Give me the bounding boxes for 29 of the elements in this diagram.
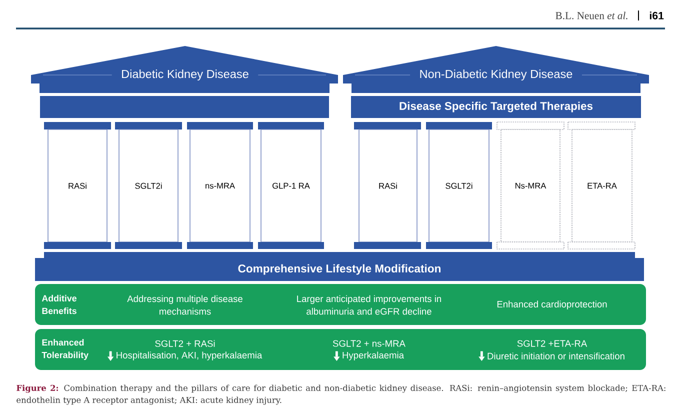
pillar: SGLT2i — [115, 122, 182, 249]
pillar: Ns-MRA — [496, 122, 564, 250]
panel-text: SGLT2 +ETA-RA — [517, 340, 588, 347]
pillar: ns-MRA — [187, 122, 253, 249]
roof: Diabetic Kidney Disease — [31, 46, 338, 93]
panel-text: SGLT2 + RASi — [155, 340, 215, 347]
page-number: i61 — [650, 12, 664, 20]
roof: Non-Diabetic Kidney Disease — [343, 46, 649, 93]
panel-text: Diuretic initiation or intensification — [488, 352, 624, 360]
banner: Disease Specific Targeted Therapies — [351, 96, 641, 118]
band — [40, 96, 329, 118]
panel-text: Enhanced cardioprotection — [497, 300, 607, 310]
row-heading: Enhanced Tolerability — [42, 339, 88, 360]
panel-text: Hospitalisation, AKI, hyperkalaemia — [116, 352, 262, 360]
row-heading: Additive Benefits — [42, 294, 77, 314]
panel — [35, 329, 646, 370]
panel-text: SGLT2 + ns-MRA — [332, 340, 406, 347]
panel-text: Addressing multiple disease mechanisms — [127, 295, 242, 315]
panel — [35, 284, 646, 325]
pillar: ETA-RA — [568, 122, 636, 250]
panel-text: Larger anticipated improvements in albuminuria and eGFR decline — [297, 295, 441, 315]
pillar: SGLT2i — [426, 122, 492, 249]
pillar: RASi — [354, 122, 421, 249]
panel-text: Hyperkalaemia — [342, 352, 404, 360]
figure-caption: Figure 2: Combination therapy and the pillars of care for diabetic and non-diabetic kidney disease. RASi: renin–angiotensin system blockade; ETA-RA: endothelin type A receptor antagonist; AKI: acute kidney injury. — [16, 384, 666, 405]
running-header: B.L. Neuen et al. — [556, 12, 628, 20]
pillar: RASi — [44, 122, 111, 249]
foundation-band: Comprehensive Lifestyle Modification — [35, 252, 644, 281]
pillar: GLP-1 RA — [258, 122, 324, 249]
